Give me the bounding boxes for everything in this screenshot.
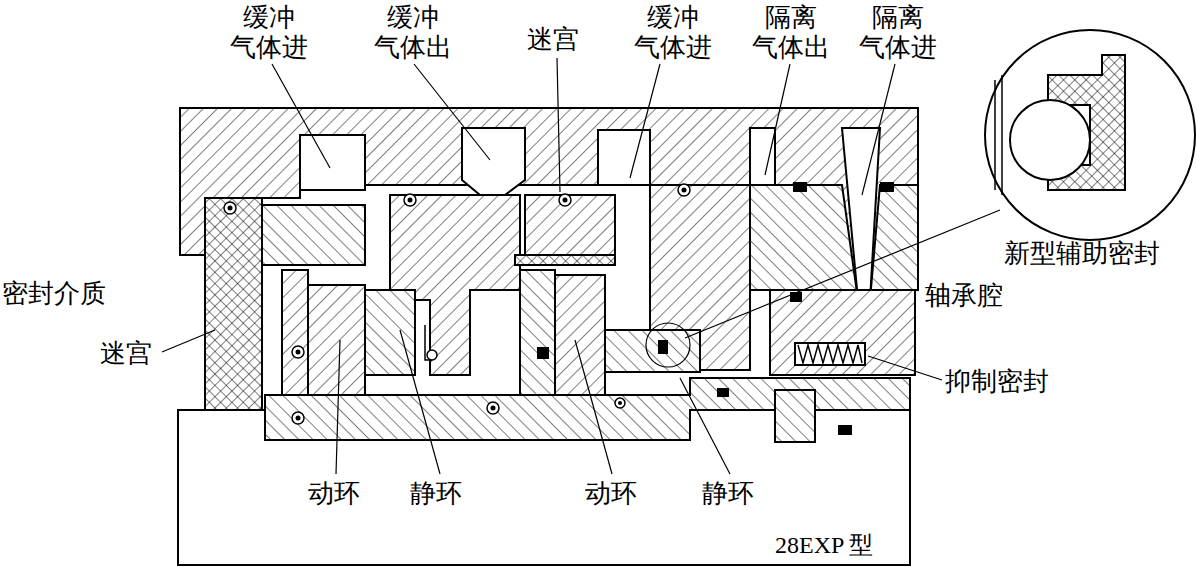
- part-label: 抑制密封: [945, 366, 1049, 396]
- port-label: 缓冲 气体进: [226, 2, 312, 62]
- part-label: 迷宫: [100, 338, 152, 368]
- part-label: 动环: [308, 478, 360, 508]
- port-label: 缓冲 气体进: [630, 2, 716, 62]
- part-label: 新型辅助密封: [1004, 238, 1160, 268]
- o-ring-core: [228, 182, 895, 435]
- leader-line: [162, 58, 1000, 474]
- medium-label: 密封介质: [2, 278, 106, 308]
- spring-symbol: [425, 325, 862, 363]
- seal-body: [178, 108, 918, 565]
- port-label: 隔离 气体进: [855, 2, 941, 62]
- detail-view: [646, 30, 1195, 367]
- port-label: 隔离 气体出: [748, 2, 834, 62]
- o-ring: [224, 184, 690, 424]
- part-label: 迷宫: [527, 24, 579, 54]
- part-label: 轴承腔: [925, 280, 1003, 310]
- part-label: 动环: [585, 478, 637, 508]
- part-label: 静环: [702, 478, 754, 508]
- port-label: 缓冲 气体出: [370, 2, 456, 62]
- part-label: 静环: [410, 478, 462, 508]
- model-label: 28EXP 型: [775, 530, 873, 560]
